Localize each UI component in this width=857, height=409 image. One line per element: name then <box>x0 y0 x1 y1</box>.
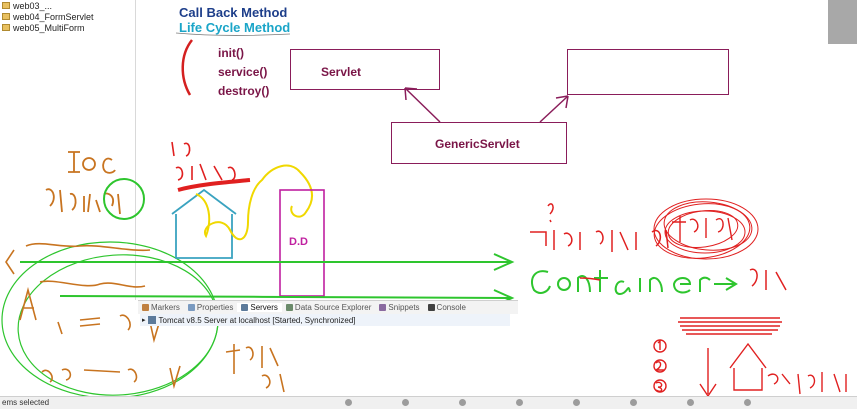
left-notes <box>5 242 181 390</box>
status-bar: ems selected <box>0 396 857 409</box>
tab-markers[interactable]: Markers <box>138 303 184 312</box>
nav-dot[interactable] <box>345 399 352 406</box>
dd-label: D.D <box>289 236 308 248</box>
explorer-divider[interactable] <box>135 0 136 300</box>
empty-class-box <box>567 49 729 95</box>
ioc-green-circle <box>103 178 145 220</box>
servlet-box: Servlet <box>290 49 440 90</box>
status-text: ems selected <box>2 398 50 407</box>
expand-chevron-icon[interactable]: ▸ <box>142 317 146 324</box>
tab-snippets[interactable]: Snippets <box>375 303 423 312</box>
method-destroy: destroy() <box>218 84 270 98</box>
right-red-notes <box>530 203 787 291</box>
folder-icon <box>2 24 10 31</box>
tree-item[interactable]: web04_FormServlet <box>0 11 138 22</box>
nav-dot[interactable] <box>744 399 751 406</box>
red-scribble-oval <box>653 198 759 260</box>
tab-console[interactable]: Console <box>424 303 470 312</box>
slide-title-callback: Call Back Method <box>179 5 288 20</box>
folder-icon <box>2 13 10 20</box>
tab-properties[interactable]: Properties <box>184 303 237 312</box>
yellow-squiggle <box>195 164 314 241</box>
slide-nav-dots <box>345 399 751 406</box>
house-drawing <box>171 188 237 259</box>
inheritance-arrows <box>404 87 569 123</box>
ioc-scribble <box>45 151 121 215</box>
database-icon <box>285 304 293 311</box>
snippets-icon <box>379 304 387 311</box>
nav-dot[interactable] <box>630 399 637 406</box>
properties-icon <box>187 304 195 311</box>
container-arrows <box>20 253 515 307</box>
container-word <box>530 270 738 296</box>
tree-item[interactable]: web03_... <box>0 0 138 11</box>
nav-dot[interactable] <box>459 399 466 406</box>
server-entry[interactable]: ▸ Tomcat v8.5 Server at localhost [Start… <box>140 314 510 326</box>
method-list: init() service() destroy() <box>218 44 269 101</box>
tab-servers[interactable]: Servers <box>237 303 282 312</box>
tree-item[interactable]: web05_MultiForm <box>0 22 138 33</box>
slide-title-lifecycle: Life Cycle Method <box>179 20 291 35</box>
dd-box <box>279 189 325 297</box>
method-service: service() <box>218 65 268 79</box>
tab-data-source-explorer[interactable]: Data Source Explorer <box>282 303 375 312</box>
oval-inner-text <box>672 216 733 242</box>
servers-icon <box>241 304 249 311</box>
red-numbered-notes <box>171 141 251 192</box>
panel-tab-bar: Markers Properties Servers Data Source E… <box>138 300 518 314</box>
console-icon <box>427 304 435 311</box>
servlet-label: Servlet <box>321 65 362 79</box>
method-init: init() <box>218 46 244 60</box>
folder-icon <box>2 2 10 9</box>
nav-dot[interactable] <box>573 399 580 406</box>
nav-dot[interactable] <box>402 399 409 406</box>
nav-dot[interactable] <box>687 399 694 406</box>
numbered-list <box>653 339 847 398</box>
markers-icon <box>142 304 149 311</box>
genericservlet-label: GenericServlet <box>435 137 520 151</box>
webcam-overlay <box>828 0 857 44</box>
method-brace <box>181 39 194 96</box>
orange-mid-note <box>225 344 285 393</box>
red-block-scribble <box>678 317 782 335</box>
project-explorer: web03_... web04_FormServlet web05_MultiF… <box>0 0 138 70</box>
genericservlet-box: GenericServlet <box>391 122 567 164</box>
nav-dot[interactable] <box>516 399 523 406</box>
tomcat-server-icon <box>147 316 156 324</box>
